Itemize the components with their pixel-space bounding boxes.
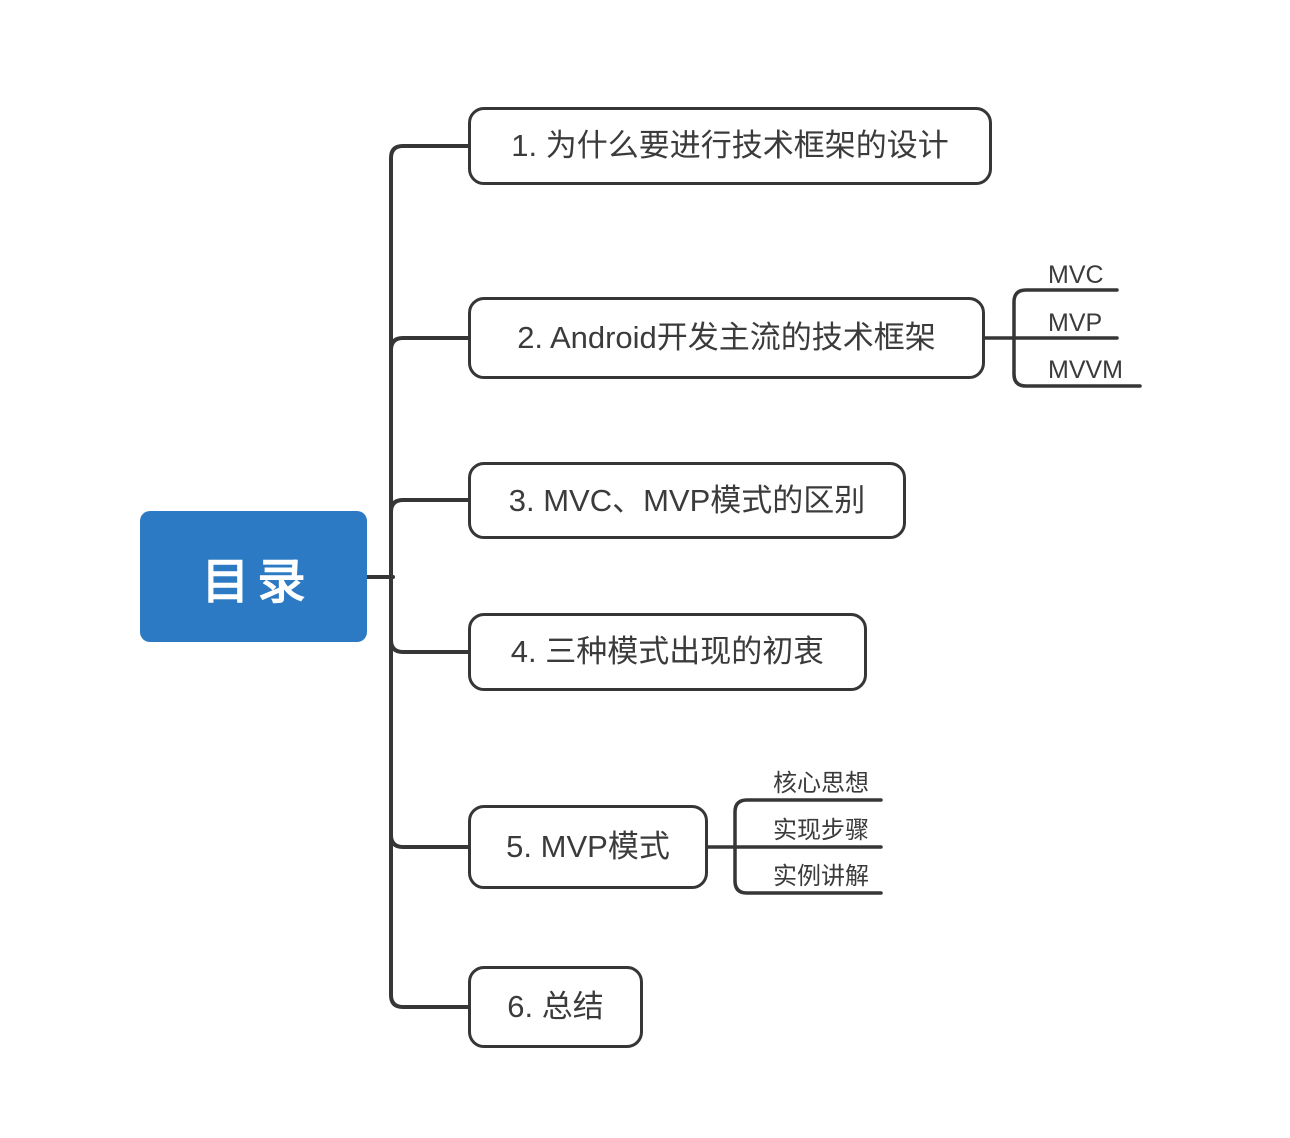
- root-node[interactable]: 目录: [140, 511, 367, 642]
- node-6[interactable]: 6. 总结: [468, 966, 643, 1048]
- node-3-label: 3. MVC、MVP模式的区别: [508, 482, 866, 518]
- subtopic-implementation-steps[interactable]: 实现步骤: [773, 817, 869, 844]
- branch-connector-2: [389, 336, 470, 352]
- node-1-label: 1. 为什么要进行技术框架的设计: [511, 128, 949, 164]
- node-5[interactable]: 5. MVP模式: [468, 805, 708, 889]
- subtopic-mvvm[interactable]: MVVM: [1048, 356, 1123, 384]
- node-6-label: 6. 总结: [507, 989, 604, 1025]
- subtopic-core-idea[interactable]: 核心思想: [773, 770, 869, 797]
- node-1[interactable]: 1. 为什么要进行技术框架的设计: [468, 107, 992, 185]
- node-4-label: 4. 三种模式出现的初衷: [510, 634, 825, 670]
- subtopic-mvc[interactable]: MVC: [1048, 261, 1104, 289]
- node-2[interactable]: 2. Android开发主流的技术框架: [468, 297, 985, 379]
- root-label: 目录: [201, 555, 314, 609]
- node-4[interactable]: 4. 三种模式出现的初衷: [468, 613, 867, 691]
- node-3[interactable]: 3. MVC、MVP模式的区别: [468, 462, 906, 539]
- node2-children-stem: [1012, 288, 1142, 388]
- branch-connector-5: [389, 833, 470, 849]
- node-2-label: 2. Android开发主流的技术框架: [517, 320, 936, 356]
- node5-children-stem: [733, 798, 883, 895]
- branch-connector-3: [389, 498, 470, 514]
- subtopic-mvp[interactable]: MVP: [1048, 309, 1103, 337]
- subtopic-example-explanation[interactable]: 实例讲解: [773, 863, 869, 890]
- trunk-connector: [389, 144, 470, 1009]
- branch-connector-4: [389, 638, 470, 654]
- node-5-label: 5. MVP模式: [506, 829, 670, 865]
